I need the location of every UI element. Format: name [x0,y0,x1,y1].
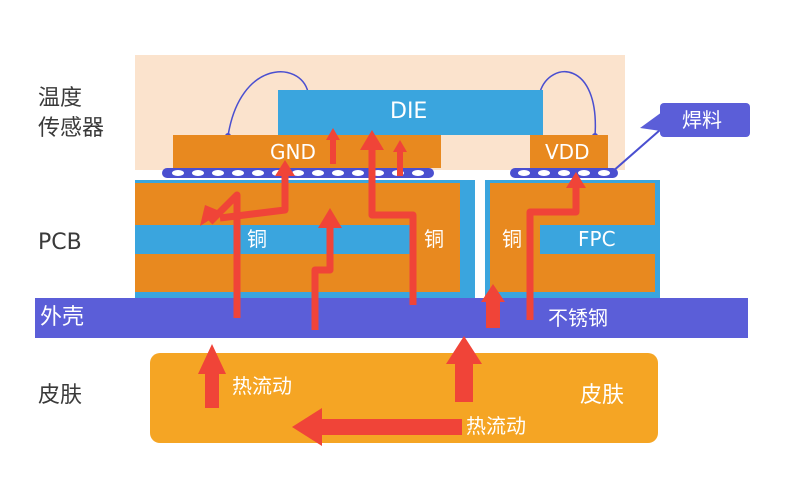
sensor-label-line1: 温度 [38,86,83,111]
shell-bar [35,298,748,338]
fpc-label: FPC [578,227,616,251]
copper-label-1: 铜 [247,227,267,251]
solder-label: 焊料 [682,108,722,132]
die-label: DIE [390,99,428,124]
vdd-pad [530,135,608,168]
pcb-label: PCB [38,230,82,255]
die-block [278,90,543,135]
copper-label-2: 铜 [424,227,444,251]
heat-arrow-pcb-1-head [200,205,222,226]
pcb-left-blue-gap2 [345,225,410,254]
bond-wire-right [539,71,596,137]
heat-arrow-pcb-3-head [318,208,342,228]
skin-block [150,353,658,443]
heat-flow-label-1: 热流动 [232,374,292,398]
heat-arrow-pcb-5 [481,284,505,328]
bond-wire-left [227,71,309,137]
pcb-left-orange-side [410,183,460,292]
solder-balls-right [510,168,618,178]
heat-arrow-skin-left [292,408,462,446]
solder-balls-left [162,168,434,178]
pcb-left-blue-gap1 [217,225,245,254]
heat-arrow-pcb-2-head [275,160,295,176]
heat-arrow-pcb-6 [526,186,580,320]
skin-inner-label: 皮肤 [580,383,625,408]
copper-label-3: 铜 [502,227,522,251]
heat-arrow-die-1 [326,128,340,164]
heat-arrow-pcb-4-head [360,130,384,150]
heat-arrow-pcb-2 [219,172,289,222]
vdd-label: VDD [545,140,590,164]
heat-arrow-skin-up-right [446,336,482,402]
solder-callout-line [611,129,661,173]
heat-arrow-die-2 [393,140,407,176]
heat-arrow-pcb-4 [368,148,417,305]
pcb-left-orange-bottom [135,254,460,292]
sensor-label-line2: 传感器 [38,116,105,141]
gnd-label: GND [270,140,316,164]
solder-callout-box [660,103,750,137]
heat-flow-label-2: 热流动 [466,414,526,438]
stainless-label: 不锈钢 [548,306,608,330]
heat-arrow-pcb-6-head [566,172,586,188]
shell-label: 外壳 [40,305,85,330]
pcb-right-orange-bottom [490,254,655,292]
heat-arrow-skin-up-left [198,344,226,408]
heat-arrow-pcb-3 [311,225,334,330]
skin-side-label: 皮肤 [38,383,83,408]
